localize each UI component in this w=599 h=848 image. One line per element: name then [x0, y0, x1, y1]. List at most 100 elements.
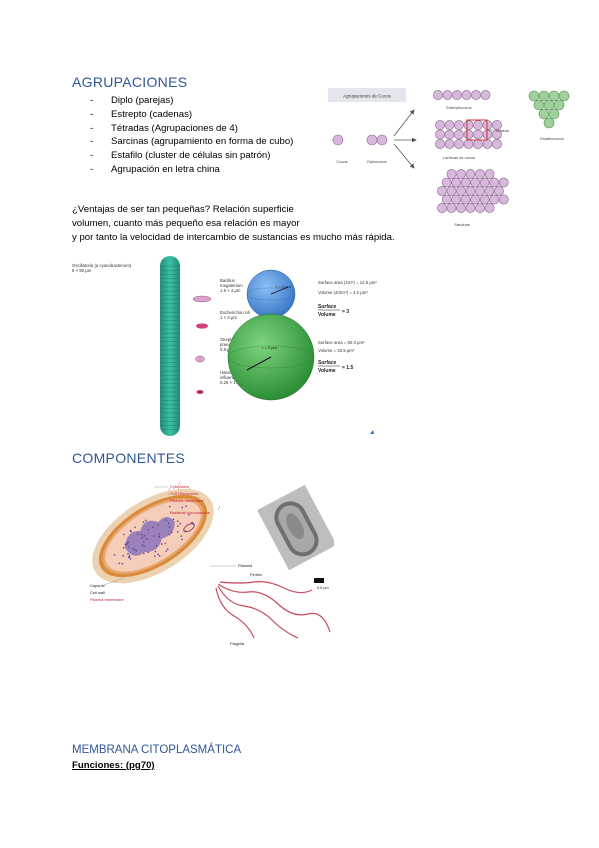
coccus [461, 90, 472, 100]
ribosome [142, 521, 145, 523]
coccus [456, 186, 466, 196]
ribosome [141, 544, 144, 546]
section-title-membrana: MEMBRANA CITOPLASMÁTICA [72, 744, 242, 756]
ribosome [152, 526, 154, 529]
ribosome [165, 519, 167, 521]
ribosome [170, 531, 173, 534]
ribosome [127, 541, 129, 543]
coccus [435, 120, 445, 130]
ribosome [124, 543, 127, 546]
label-diplococos: Diplococos [367, 159, 387, 164]
staphylococcus [543, 99, 555, 111]
label-cell-wall: Cell wall [90, 590, 105, 595]
coccus [441, 177, 452, 188]
label-ribosomes: 70S Ribosomes [170, 491, 198, 496]
ribosome [179, 522, 181, 525]
label-fimbriae: Fimbriae [250, 572, 266, 577]
ribosome [181, 506, 184, 509]
corner-mark [370, 430, 374, 434]
ribosomes [113, 505, 194, 565]
flagellum [217, 585, 299, 639]
list-item: Diplo (parejas) [90, 94, 293, 108]
ribosome [143, 552, 145, 555]
coccus [484, 169, 495, 179]
coccus [444, 129, 455, 140]
ribosome [127, 546, 130, 548]
ribosome [167, 522, 170, 525]
list-item: Tétradas (Agrupaciones de 4) [90, 122, 293, 136]
ribosome [134, 526, 136, 529]
label-r1: r = 1 μm [276, 284, 292, 289]
ribosome [155, 544, 158, 547]
label-laminas: Láminas de cocos [443, 155, 475, 160]
arrow [393, 143, 415, 169]
ribosome [123, 533, 125, 536]
label-capsule: Capsule [90, 583, 105, 588]
coccus [465, 186, 476, 196]
staphylococcus [538, 108, 550, 120]
ribosome [157, 535, 160, 538]
coccus [460, 177, 471, 188]
coccus [444, 120, 455, 130]
coccus [452, 90, 462, 100]
staphylococcus [538, 90, 550, 102]
label-surface-area-1: Surface area (4πr²) = 12.6 μm² [318, 280, 377, 285]
label-r2: r = 2 μm [262, 345, 278, 350]
ribosome [157, 553, 159, 556]
label-cytoplasm: Cytoplasm [170, 484, 190, 489]
label-surface-2: Surface [318, 360, 337, 366]
coccus [454, 120, 464, 130]
ribosome [122, 547, 125, 549]
ribosome [147, 551, 149, 554]
ribosome [172, 518, 175, 521]
staphylococcus [528, 90, 540, 102]
ribosome [154, 555, 156, 558]
ribosome [141, 536, 143, 539]
staphylococcus [548, 108, 560, 120]
ribosome [166, 548, 169, 550]
funciones-heading: Funciones: (pg70) [72, 760, 155, 771]
size-comparison-figure: Oscillatoria (a cyanobacterium) 8 × 50 μ… [72, 256, 377, 436]
ribosome [168, 505, 171, 508]
arrow [393, 109, 415, 137]
ribosome [147, 529, 150, 531]
ribosome [180, 535, 183, 537]
ribosome [140, 533, 143, 536]
strep-cell [195, 355, 205, 363]
ribosome [121, 562, 124, 565]
ribosome [181, 538, 183, 541]
coccus [460, 194, 471, 205]
ribosome [185, 505, 187, 508]
ribosome [176, 531, 179, 533]
ventajas-line: y por tanto la velocidad de intercambio … [72, 232, 395, 243]
coccus [451, 194, 462, 205]
cocci-cells [332, 90, 570, 213]
coccus [437, 186, 447, 196]
fimbria [177, 481, 181, 487]
ribosome [136, 533, 139, 535]
ribosome [127, 553, 129, 555]
plasmid [183, 523, 195, 533]
coccus [451, 177, 462, 188]
list-item: Sarcinas (agrupamiento en forma de cubo) [90, 135, 293, 149]
coccus [463, 139, 474, 149]
coccus [489, 194, 500, 205]
ribosome [164, 542, 167, 545]
coccus [441, 194, 452, 205]
haemophilus-cell [196, 390, 204, 394]
ribosome [132, 547, 135, 550]
staphylococcus [543, 117, 555, 129]
ventajas-line: ¿Ventajas de ser tan pequeñas? Relación … [72, 204, 294, 215]
ribosome [157, 524, 159, 526]
label-chromosome: Bacterial chromosome [170, 510, 211, 515]
coccus [475, 203, 485, 213]
coccus [473, 120, 483, 130]
ventajas-line: volumen, cuanto más pequeño esa relación… [72, 218, 300, 229]
staphylococcus [548, 90, 560, 102]
label-flagella: Flagella [230, 641, 245, 646]
label-surface: Surface [318, 304, 337, 310]
ribosome [113, 554, 116, 556]
ecoli-cell [196, 323, 208, 329]
figure-title: Agrupaciones de Cocos [343, 94, 392, 99]
section-title-componentes: COMPONENTES [72, 450, 185, 466]
